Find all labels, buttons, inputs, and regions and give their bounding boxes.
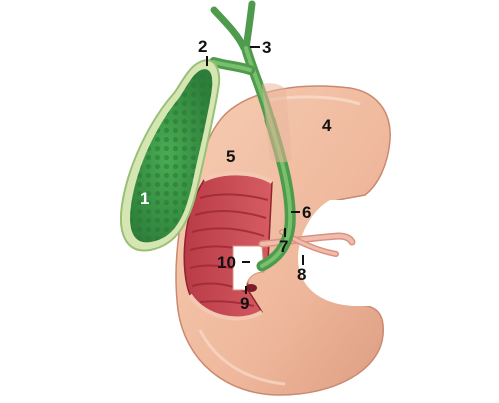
duodenal-papilla (245, 284, 257, 292)
label-6: 6 (302, 203, 311, 222)
leader-lines (206, 46, 304, 294)
label-1: 1 (140, 189, 149, 208)
label-10: 10 (217, 253, 236, 272)
label-9: 9 (240, 294, 249, 313)
duodenum-cut-rim (188, 293, 264, 321)
label-5: 5 (226, 147, 235, 166)
duodenum-cut-rim (203, 171, 274, 184)
duodenum-fold (198, 329, 286, 386)
duodenum-hole (298, 200, 395, 306)
label-2: 2 (198, 37, 207, 56)
duodenum-overlap (262, 83, 292, 163)
label-3: 3 (262, 38, 271, 57)
label-8: 8 (297, 265, 306, 284)
label-7: 7 (279, 237, 288, 256)
gallbladder-texture (130, 69, 213, 243)
label-4: 4 (322, 116, 332, 135)
